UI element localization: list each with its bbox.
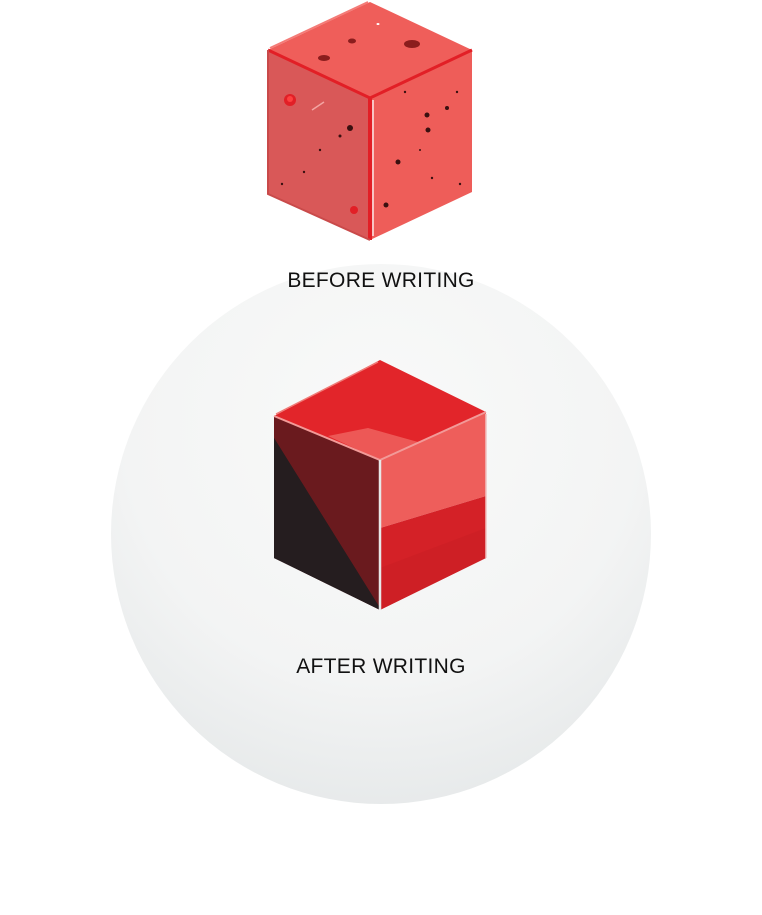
red-cube-glossy-icon (273, 360, 487, 610)
before-writing-label: BEFORE WRITING (287, 269, 475, 292)
after-writing-label: AFTER WRITING (296, 655, 466, 678)
red-cube-weathered-icon (267, 1, 473, 241)
